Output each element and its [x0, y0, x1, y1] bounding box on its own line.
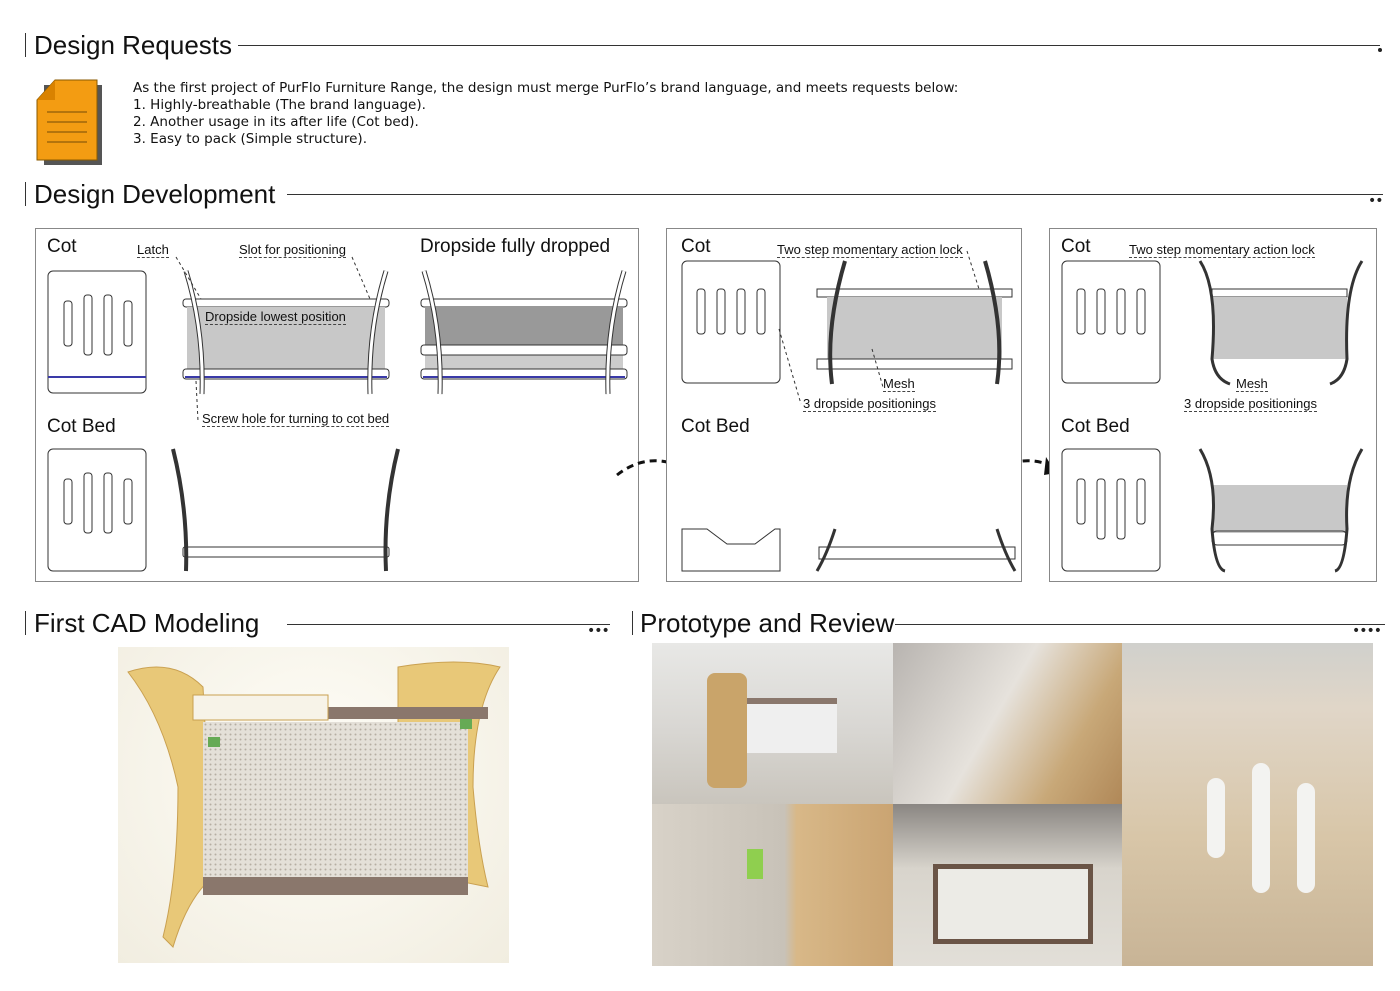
annotation-lowest: Dropside lowest position	[205, 309, 346, 325]
label-cot-bed: Cot Bed	[681, 416, 750, 437]
request-item: 1. Highly-breathable (The brand language…	[133, 97, 426, 113]
annotation-mesh: Mesh	[883, 376, 915, 392]
cot-bed-drawings	[1061, 260, 1364, 573]
prototype-photo-lock-detail	[652, 804, 893, 966]
annotation-slot: Slot for positioning	[239, 242, 346, 258]
lock-diagram-panel: Cot Cot Bed Two step momentary action lo…	[666, 228, 1022, 582]
divider	[287, 194, 1383, 195]
request-item: 3. Easy to pack (Simple structure).	[133, 131, 367, 147]
section-marker	[632, 611, 633, 635]
requests-intro: As the first project of PurFlo Furniture…	[133, 80, 959, 96]
divider-dot	[1378, 48, 1382, 52]
divider-dots: •••	[587, 623, 610, 639]
annotation-latch: Latch	[137, 242, 169, 258]
requests-text: As the first project of PurFlo Furniture…	[133, 80, 958, 148]
document-icon	[36, 79, 102, 165]
prototype-photo-inspection	[893, 643, 1122, 804]
divider-dots: ••••	[1352, 623, 1382, 639]
annotation-screw-hole: Screw hole for turning to cot bed	[202, 411, 390, 427]
divider-dots: ••	[1368, 193, 1383, 209]
prototype-photo-headboard-closeup	[1122, 643, 1373, 966]
annotation-mesh: Mesh	[1236, 376, 1268, 392]
divider	[287, 624, 610, 625]
prototype-photo-cot-room	[652, 643, 893, 804]
annotation-lock: Two step momentary action lock	[777, 242, 963, 258]
divider	[895, 624, 1385, 625]
cot-bed-diagram-panel: Cot Cot Bed Two step momentary action lo…	[1049, 228, 1377, 582]
section-marker	[25, 33, 26, 57]
annotation-positions: 3 dropside positionings	[803, 396, 936, 412]
label-cot-bed: Cot Bed	[47, 416, 116, 437]
section-title-requests: Design Requests	[34, 30, 232, 60]
cot-drawings	[47, 256, 628, 572]
dropside-diagram-panel: Cot Cot Bed Dropside fully dropped Latch…	[35, 228, 639, 582]
label-cot: Cot	[681, 236, 711, 257]
label-dropside-fully-dropped: Dropside fully dropped	[420, 236, 611, 257]
section-title-cad: First CAD Modeling	[34, 608, 260, 638]
cot-lock-drawings	[681, 250, 1017, 572]
label-cot-bed: Cot Bed	[1061, 416, 1130, 437]
request-item: 2. Another usage in its after life (Cot …	[133, 114, 419, 130]
annotation-lock: Two step momentary action lock	[1129, 242, 1315, 258]
section-title-development: Design Development	[34, 179, 276, 209]
cad-render-image	[118, 647, 509, 963]
annotation-positions: 3 dropside positionings	[1184, 396, 1317, 412]
section-title-prototype: Prototype and Review	[640, 608, 895, 638]
section-marker	[25, 611, 26, 635]
divider	[238, 45, 1380, 46]
prototype-photo-assembly	[893, 804, 1122, 966]
section-marker	[25, 182, 26, 206]
label-cot: Cot	[47, 236, 77, 257]
label-cot: Cot	[1061, 236, 1091, 257]
